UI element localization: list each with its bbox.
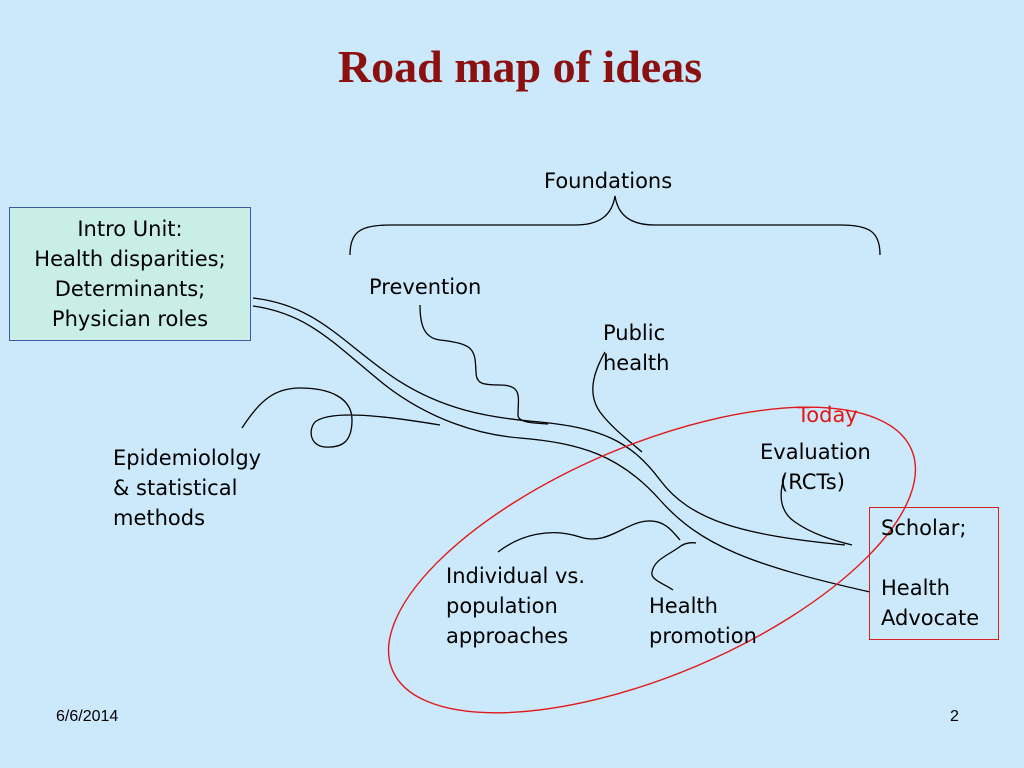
individual-population-label: Individual vs. population approaches <box>446 564 585 648</box>
road-individual-population <box>497 520 681 553</box>
road-prevention <box>419 304 549 425</box>
public-health-label: Public health <box>603 321 670 375</box>
road-intro-to-scholar-1 <box>252 297 846 546</box>
footer-date: 6/6/2014 <box>56 708 119 725</box>
scholar-advocate-text: Scholar; Health Advocate <box>881 516 980 630</box>
road-public-health <box>592 351 643 453</box>
epidemiology-label: Epidemiololgy & statistical methods <box>113 446 262 530</box>
road-epidemiology <box>241 387 441 448</box>
road-intro-to-scholar-2 <box>252 305 871 593</box>
footer-page-number: 2 <box>950 708 959 725</box>
health-promotion-label: Health promotion <box>649 594 757 648</box>
evaluation-label: Evaluation (RCTs) <box>760 440 871 494</box>
intro-unit-box: Intro Unit: Health disparities; Determin… <box>9 207 251 341</box>
intro-unit-text: Intro Unit: Health disparities; Determin… <box>34 217 226 331</box>
road-health-promotion <box>651 542 697 591</box>
foundations-brace <box>349 195 881 256</box>
slide-title: Road map of ideas <box>337 41 703 92</box>
scholar-advocate-box: Scholar; Health Advocate <box>869 507 999 640</box>
prevention-label: Prevention <box>369 275 482 299</box>
today-ellipse <box>387 406 917 714</box>
today-label: Today <box>797 403 858 427</box>
road-evaluation <box>780 474 853 546</box>
foundations-label: Foundations <box>544 169 673 193</box>
